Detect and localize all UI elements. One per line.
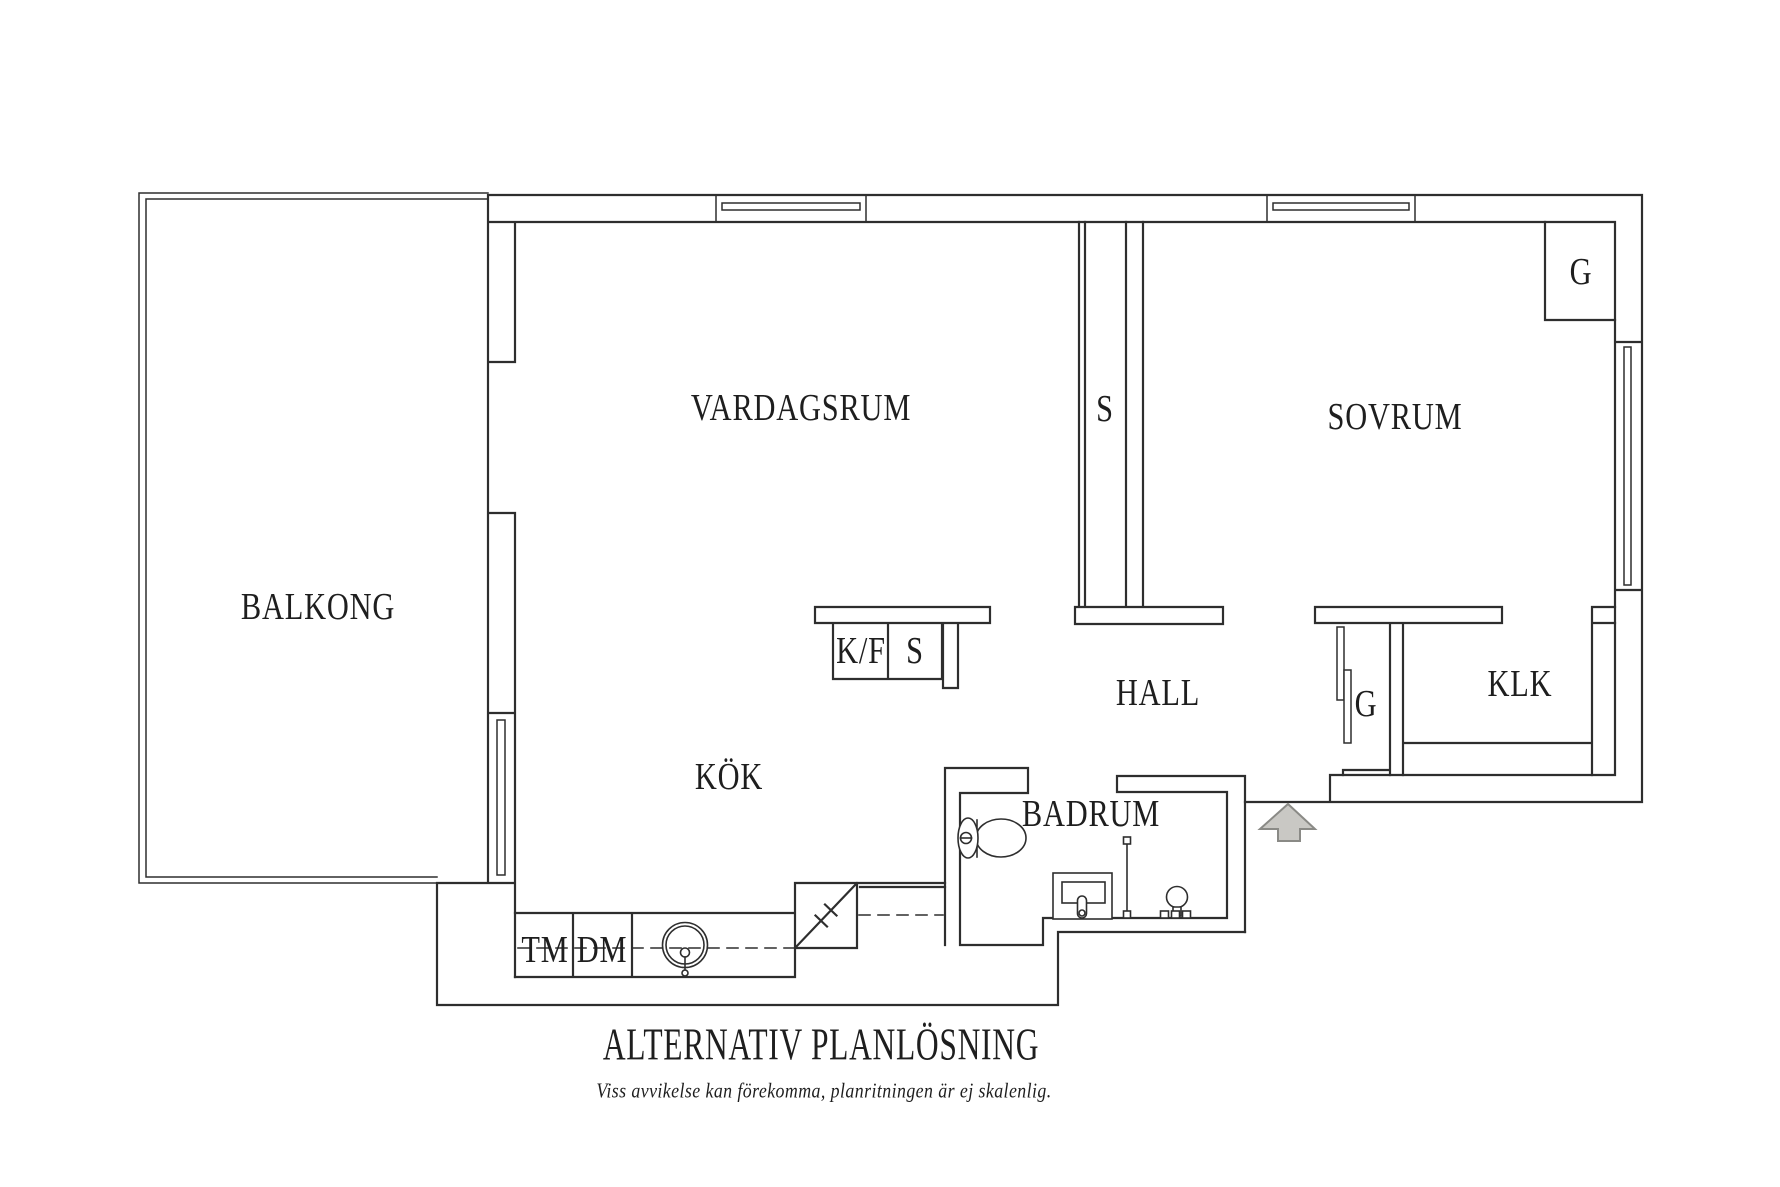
room-label-sovrum: SOVRUM [1327,396,1463,438]
marker-label-tm: TM [521,929,569,971]
room-label-vardagsrum: VARDAGSRUM [690,387,912,429]
window-right-bedroom-icon [1623,346,1632,586]
shower-screen-icon [1122,836,1132,919]
window-top-livingroom-icon [715,194,867,223]
room-label-badrum: BADRUM [1021,793,1161,835]
room-label-balkong: BALKONG [240,586,396,628]
toilet-icon [957,817,1027,859]
page-disclaimer: Viss avvikelse kan förekomma, planritnin… [596,1078,1052,1103]
washbasin-icon [1052,872,1113,920]
window-left-kitchen-icon [496,719,506,876]
marker-label-kf: K/F [836,630,886,672]
marker-label-s-pantry: S [906,630,924,672]
kitchen-sink-icon [661,921,709,977]
marker-label-dm: DM [576,929,628,971]
counter-dashed-line [517,914,944,949]
sliding-door-icon [1336,626,1352,744]
marker-label-s-wardrobe: S [1096,388,1114,430]
room-label-klk: KLK [1487,663,1553,705]
walls [435,193,1644,1007]
room-label-kok: KÖK [694,756,764,798]
room-label-hall: HALL [1115,672,1201,714]
marker-label-g-bedroom: G [1569,251,1593,293]
window-top-bedroom-icon [1266,194,1416,223]
balcony-outline [138,192,489,884]
marker-label-g-hall: G [1354,683,1378,725]
page-title: ALTERNATIV PLANLÖSNING [602,1019,1040,1070]
shower-mixer-icon [1159,885,1192,919]
entry-arrow-icon [1257,802,1318,842]
